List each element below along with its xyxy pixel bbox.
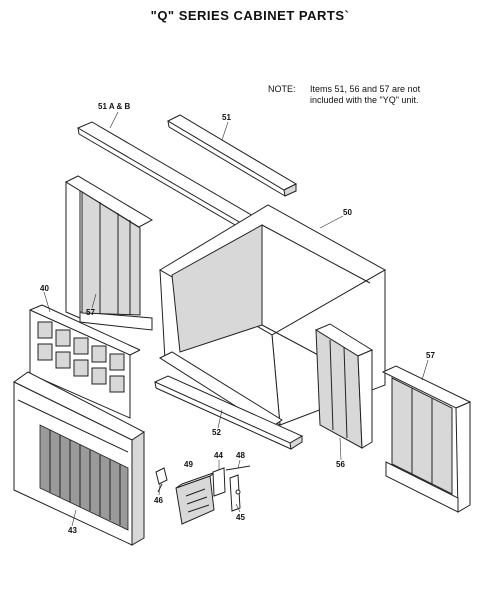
part-43-front-panel (13, 371, 145, 546)
label-50: 50 (343, 208, 352, 217)
part-52-bottom-rail (153, 375, 304, 450)
label-57-right: 57 (426, 351, 435, 360)
leader-48 (237, 459, 241, 469)
part-51-short-rail (166, 114, 298, 197)
label-48: 48 (236, 451, 245, 460)
label-52: 52 (212, 428, 221, 437)
leader-45 (235, 503, 241, 513)
label-56: 56 (336, 460, 345, 469)
note-line-2: included with the "YQ" unit. (310, 95, 419, 105)
diagram-title: "Q" SERIES CABINET PARTS` (150, 8, 350, 23)
label-51: 51 (222, 113, 231, 122)
leader-40 (43, 291, 51, 313)
label-45: 45 (236, 513, 245, 522)
note-line-1: Items 51, 56 and 57 are not (310, 84, 421, 94)
leader-46 (158, 483, 161, 496)
part-48-45-bracket (225, 465, 251, 512)
label-51ab: 51 A & B (98, 102, 131, 111)
label-44: 44 (214, 451, 223, 460)
leader-57-right (421, 359, 429, 381)
label-43: 43 (68, 526, 77, 535)
part-56-side-panel (314, 323, 374, 449)
leader-50 (319, 215, 344, 229)
part-40-filter (29, 304, 141, 419)
leader-51 (221, 121, 229, 141)
note-tag: NOTE: (268, 84, 296, 94)
label-57-left: 57 (86, 308, 95, 317)
leader-51ab (109, 111, 119, 129)
leader-57-left (91, 293, 97, 309)
leader-43 (71, 509, 77, 527)
part-46-clip (155, 467, 168, 493)
leader-56 (339, 437, 342, 461)
part-57-right-frame (381, 365, 472, 513)
part-44-plate (212, 467, 226, 497)
label-46: 46 (154, 496, 163, 505)
part-49-control-housing (175, 471, 217, 525)
label-40: 40 (40, 284, 49, 293)
leader-52 (217, 409, 223, 429)
label-49: 49 (184, 460, 193, 469)
part-57-left-frame (64, 175, 154, 331)
